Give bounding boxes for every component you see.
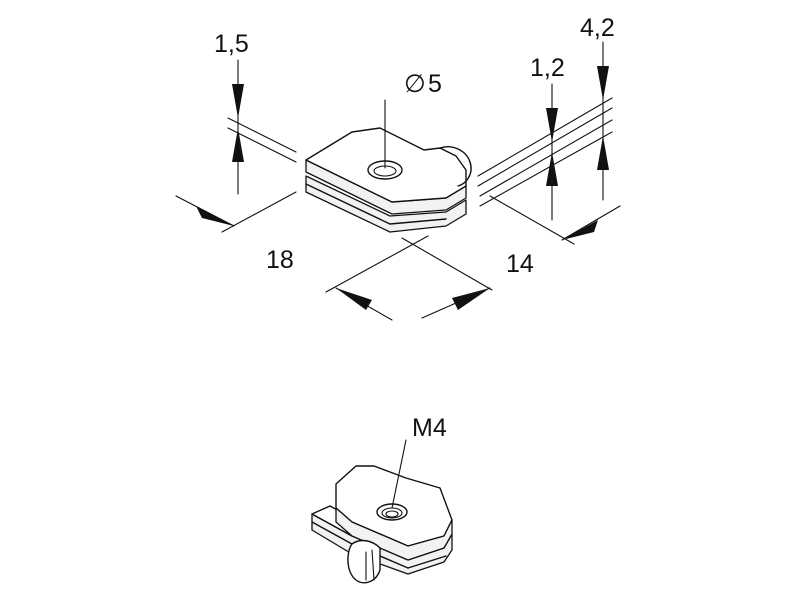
- clip-nut-drawing: [227, 97, 613, 233]
- dim-label-width: 14: [506, 250, 534, 278]
- nut-edge: [407, 555, 447, 569]
- extension-line: [401, 237, 493, 291]
- nut-edge: [311, 521, 353, 545]
- extension-line: [325, 235, 429, 293]
- dim-label-length: 18: [266, 246, 294, 274]
- nut-upper-side: [335, 507, 453, 561]
- dim-arrow: [546, 108, 558, 142]
- dim-arrow: [597, 136, 609, 170]
- nut-tab-edge: [371, 549, 375, 581]
- lower-plate: [305, 175, 467, 233]
- clip-tab: [439, 146, 472, 187]
- dim-total-height: 4,2: [580, 14, 615, 201]
- sheet-line: [477, 107, 613, 187]
- dim-label-hole-diameter: 5: [428, 70, 442, 98]
- sheet-line: [479, 119, 613, 197]
- nut-tab: [347, 539, 381, 584]
- dim-gap-thickness: 1,2: [530, 54, 565, 221]
- dim-arrow: [546, 152, 558, 186]
- sheet-line: [479, 131, 613, 207]
- dim-arrow: [597, 66, 609, 100]
- extension-line: [489, 195, 575, 245]
- dim-label-plate-thickness: 1,5: [214, 30, 249, 58]
- plate-edge: [389, 218, 447, 225]
- dim-arrow: [336, 288, 372, 310]
- dim-arrow: [196, 206, 234, 226]
- dim-length: 18: [175, 191, 429, 321]
- leader-line: [391, 439, 407, 509]
- thread-label: M4: [412, 414, 447, 442]
- sheet-line: [227, 117, 297, 153]
- diameter-symbol: ∅: [404, 70, 426, 98]
- dim-hole-diameter: ∅ 5: [384, 70, 442, 169]
- dim-plate-thickness: 1,5: [214, 30, 249, 195]
- sheet-line: [477, 97, 613, 177]
- dim-label-gap-thickness: 1,2: [530, 54, 565, 82]
- dim-arrow: [562, 220, 598, 240]
- dim-arrow: [452, 288, 490, 310]
- plate-edge: [305, 183, 391, 225]
- extension-line: [221, 191, 297, 233]
- dim-line: [561, 205, 621, 241]
- dim-arrow: [232, 84, 244, 118]
- m4-nut-drawing: M4: [311, 414, 453, 584]
- dim-label-total-height: 4,2: [580, 14, 615, 42]
- dim-width: 14: [401, 195, 621, 319]
- threaded-hole-thread: [385, 510, 399, 518]
- sheet-line: [227, 127, 297, 163]
- dim-arrow: [232, 128, 244, 162]
